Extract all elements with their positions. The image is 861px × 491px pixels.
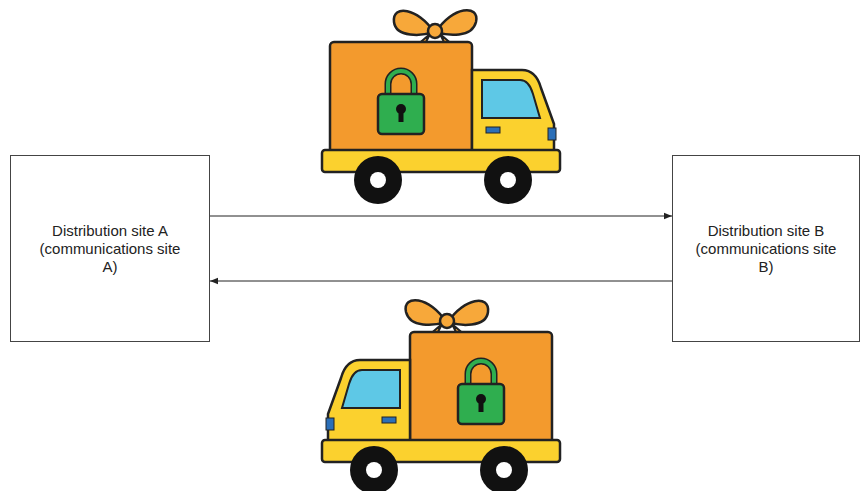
flow-arrow xyxy=(210,281,672,282)
site-label: Distribution site B (communications site… xyxy=(695,222,837,276)
site-label: Distribution site A (communications site… xyxy=(33,222,187,276)
text-stack: Distribution site A (communications site… xyxy=(33,222,187,276)
truck-bottom xyxy=(322,300,560,491)
truck-top xyxy=(322,10,560,204)
flow-arrow xyxy=(210,216,672,217)
site-box: Distribution site B (communications site… xyxy=(672,155,860,342)
text-stack: Distribution site B (communications site… xyxy=(695,222,837,276)
site-box: Distribution site A (communications site… xyxy=(10,155,210,342)
